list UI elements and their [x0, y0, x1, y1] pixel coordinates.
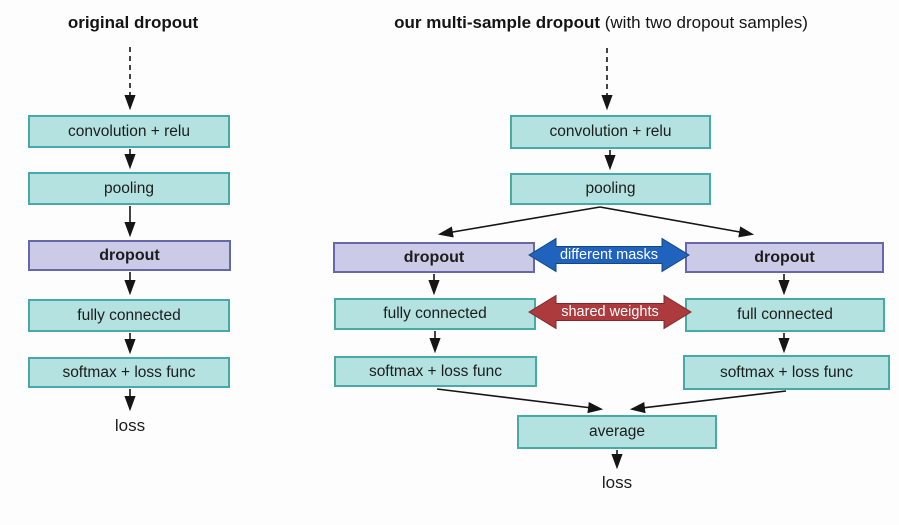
- right-diagram-title: our multi-sample dropout (with two dropo…: [341, 13, 861, 33]
- right-box-pooling: pooling: [510, 173, 711, 205]
- left-box-fully-connected: fully connected: [28, 299, 230, 332]
- diverge-arrow-left: [437, 206, 601, 238]
- branch1-box-softmax-loss: softmax + loss func: [334, 356, 537, 387]
- diverge-arrow-right: [599, 206, 755, 238]
- left-box-convolution-relu: convolution + relu: [28, 115, 230, 148]
- left-box-pooling: pooling: [28, 172, 230, 205]
- different-masks-label: different masks: [559, 247, 659, 263]
- branch1-box-fully-connected: fully connected: [334, 298, 536, 330]
- branch1-box-dropout: dropout: [333, 242, 535, 273]
- shared-weights-label: shared weights: [561, 304, 659, 320]
- right-box-average: average: [517, 415, 717, 449]
- right-loss-label: loss: [601, 473, 633, 492]
- right-box-convolution-relu: convolution + relu: [510, 115, 711, 149]
- merge-arrow-left: [436, 388, 604, 414]
- right-diagram-title-suffix-text: (with two dropout samples): [604, 13, 808, 32]
- branch2-box-full-connected: full connected: [685, 298, 885, 332]
- left-loss-label: loss: [114, 416, 146, 435]
- left-box-dropout: dropout: [28, 240, 231, 271]
- right-diagram-title-bold: our multi-sample dropout: [394, 13, 600, 32]
- branch2-box-dropout: dropout: [685, 242, 884, 273]
- left-box-softmax-loss: softmax + loss func: [28, 357, 230, 388]
- merge-arrow-right: [629, 390, 787, 414]
- left-diagram-title: original dropout: [67, 13, 199, 32]
- branch2-box-softmax-loss: softmax + loss func: [683, 355, 890, 390]
